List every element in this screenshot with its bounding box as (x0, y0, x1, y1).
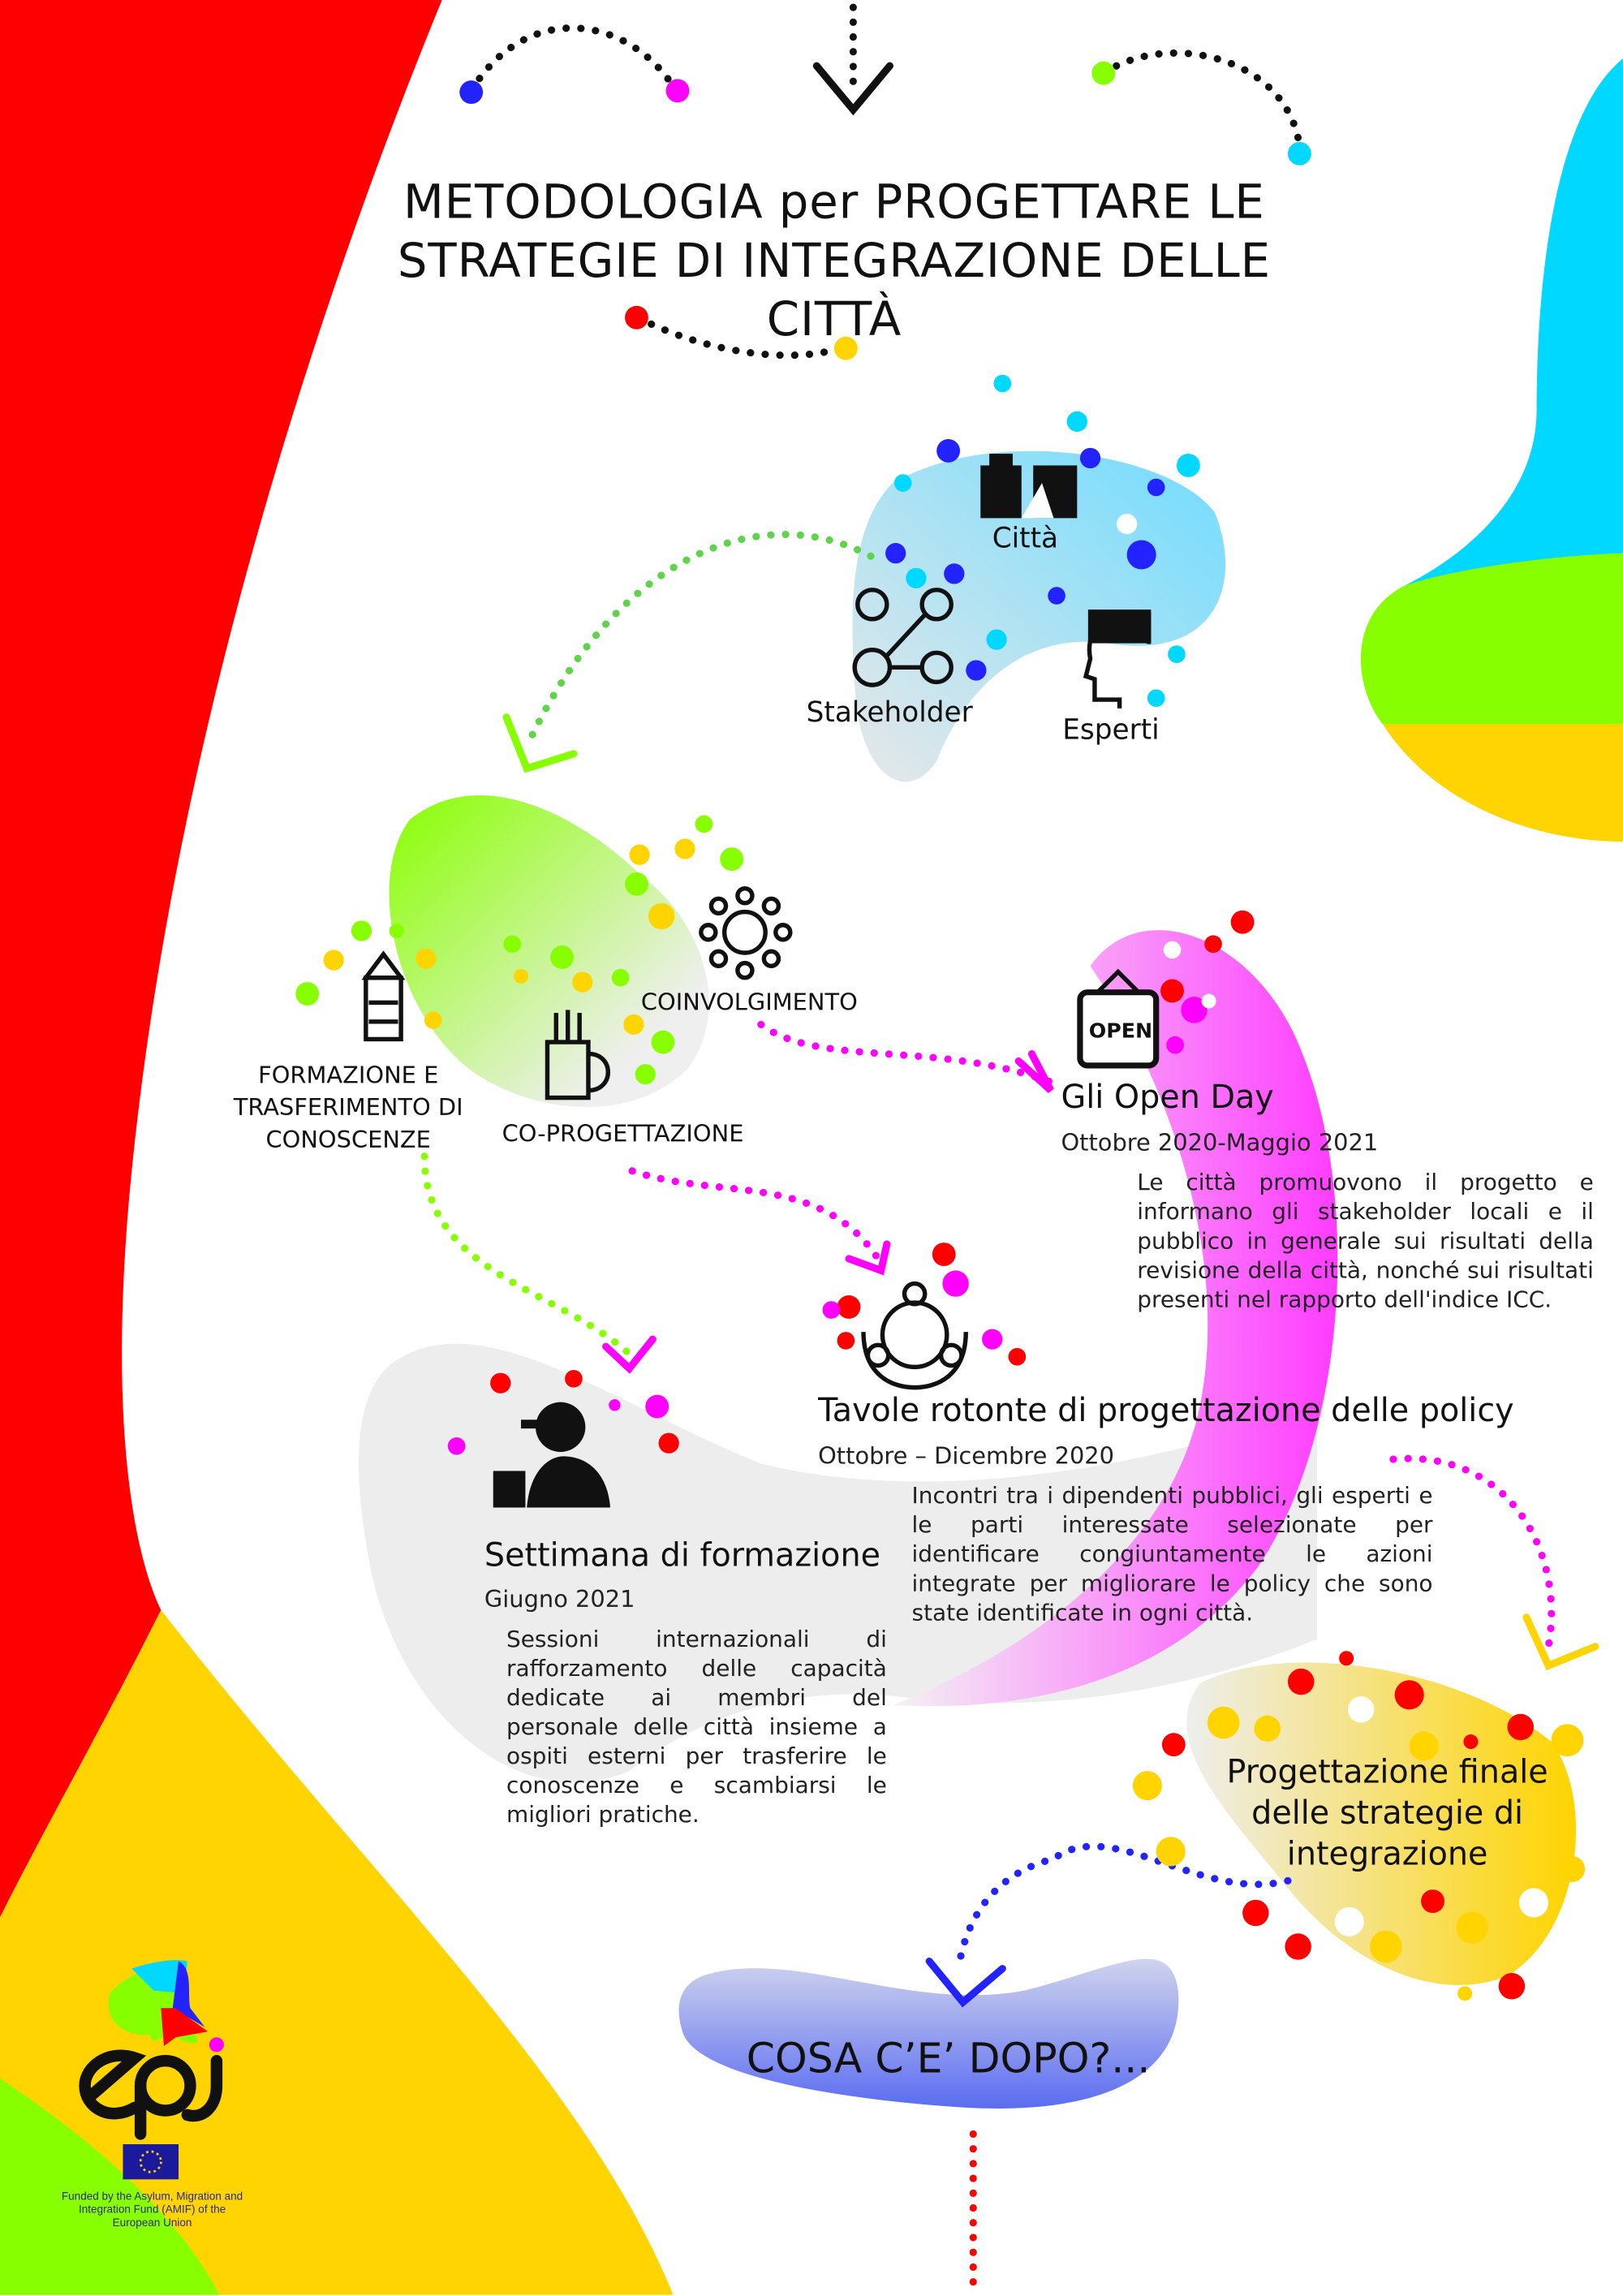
epi-logo (79, 1960, 224, 2180)
open-day-title: Gli Open Day (1061, 1079, 1274, 1117)
tavole-date: Ottobre – Dicembre 2020 (818, 1441, 1115, 1470)
citta-blob (852, 450, 1226, 782)
whats-next-label: COSA C’E’ DOPO?... (746, 2034, 1151, 2083)
tavole-text: Incontri tra i dipendenti pubblici, gli … (911, 1482, 1433, 1626)
roundtable-icon (861, 1281, 968, 1390)
final-line-2: delle strategie di (1251, 1795, 1524, 1833)
expert-head-icon (1083, 610, 1152, 709)
settimana-date: Giugno 2021 (484, 1585, 635, 1613)
yellow-final-blob (1186, 1662, 1577, 1985)
settimana-text: Sessioni internazionali di rafforzamento… (506, 1626, 887, 1829)
lighthouse-icon (361, 950, 406, 1042)
final-line-3: integrazione (1286, 1837, 1488, 1874)
stakeholder-network-icon (852, 588, 954, 687)
funding-note: Funded by the Asylum, Migration and Inte… (61, 2189, 243, 2229)
settimana-title: Settimana di formazione (484, 1538, 880, 1575)
pink-crescent (893, 930, 1338, 1707)
city-icon (980, 454, 1078, 519)
page-title: METODOLOGIA per PROGETTARE LE STRATEGIE … (397, 174, 1271, 347)
yellow-wave (0, 1609, 674, 2295)
open-day-text: Le città promuovono il progetto e inform… (1137, 1169, 1594, 1313)
final-design-label: Progettazione finale delle strategie di … (1171, 1753, 1604, 1876)
blue-next-blob (678, 1958, 1179, 2109)
green-blob-right (1360, 553, 1623, 725)
eu-flag-icon (123, 2143, 179, 2180)
final-line-1: Progettazione finale (1226, 1755, 1548, 1792)
engagement-icon (699, 885, 793, 980)
open-sign-icon (1077, 968, 1160, 1069)
cyan-blob (1405, 58, 1623, 586)
dotted-connectors (420, 3, 1556, 2287)
actor-citta: Città (992, 522, 1059, 555)
green-corner (0, 2078, 220, 2295)
yellow-blob-right (1383, 724, 1623, 842)
phase-coinvolgimento: COINVOLGIMENTO (640, 988, 858, 1016)
phase-formazione: FORMAZIONE E TRASFERIMENTO DI CONOSCENZE (233, 1061, 463, 1154)
trainer-icon (493, 1402, 611, 1508)
actor-esperti: Esperti (1062, 714, 1160, 747)
open-day-date: Ottobre 2020-Maggio 2021 (1061, 1128, 1379, 1157)
pencil-cup-icon (545, 1010, 610, 1101)
decorative-dots (295, 61, 1586, 2001)
phase-coprogettazione: CO-PROGETTAZIONE (502, 1119, 744, 1148)
arrowheads (502, 62, 1599, 2008)
actor-stakeholder: Stakeholder (806, 696, 973, 730)
open-sign-text: OPEN (1088, 1019, 1153, 1044)
red-wave (0, 0, 442, 1918)
tavole-title: Tavole rotonte di progettazione delle po… (818, 1393, 1514, 1430)
